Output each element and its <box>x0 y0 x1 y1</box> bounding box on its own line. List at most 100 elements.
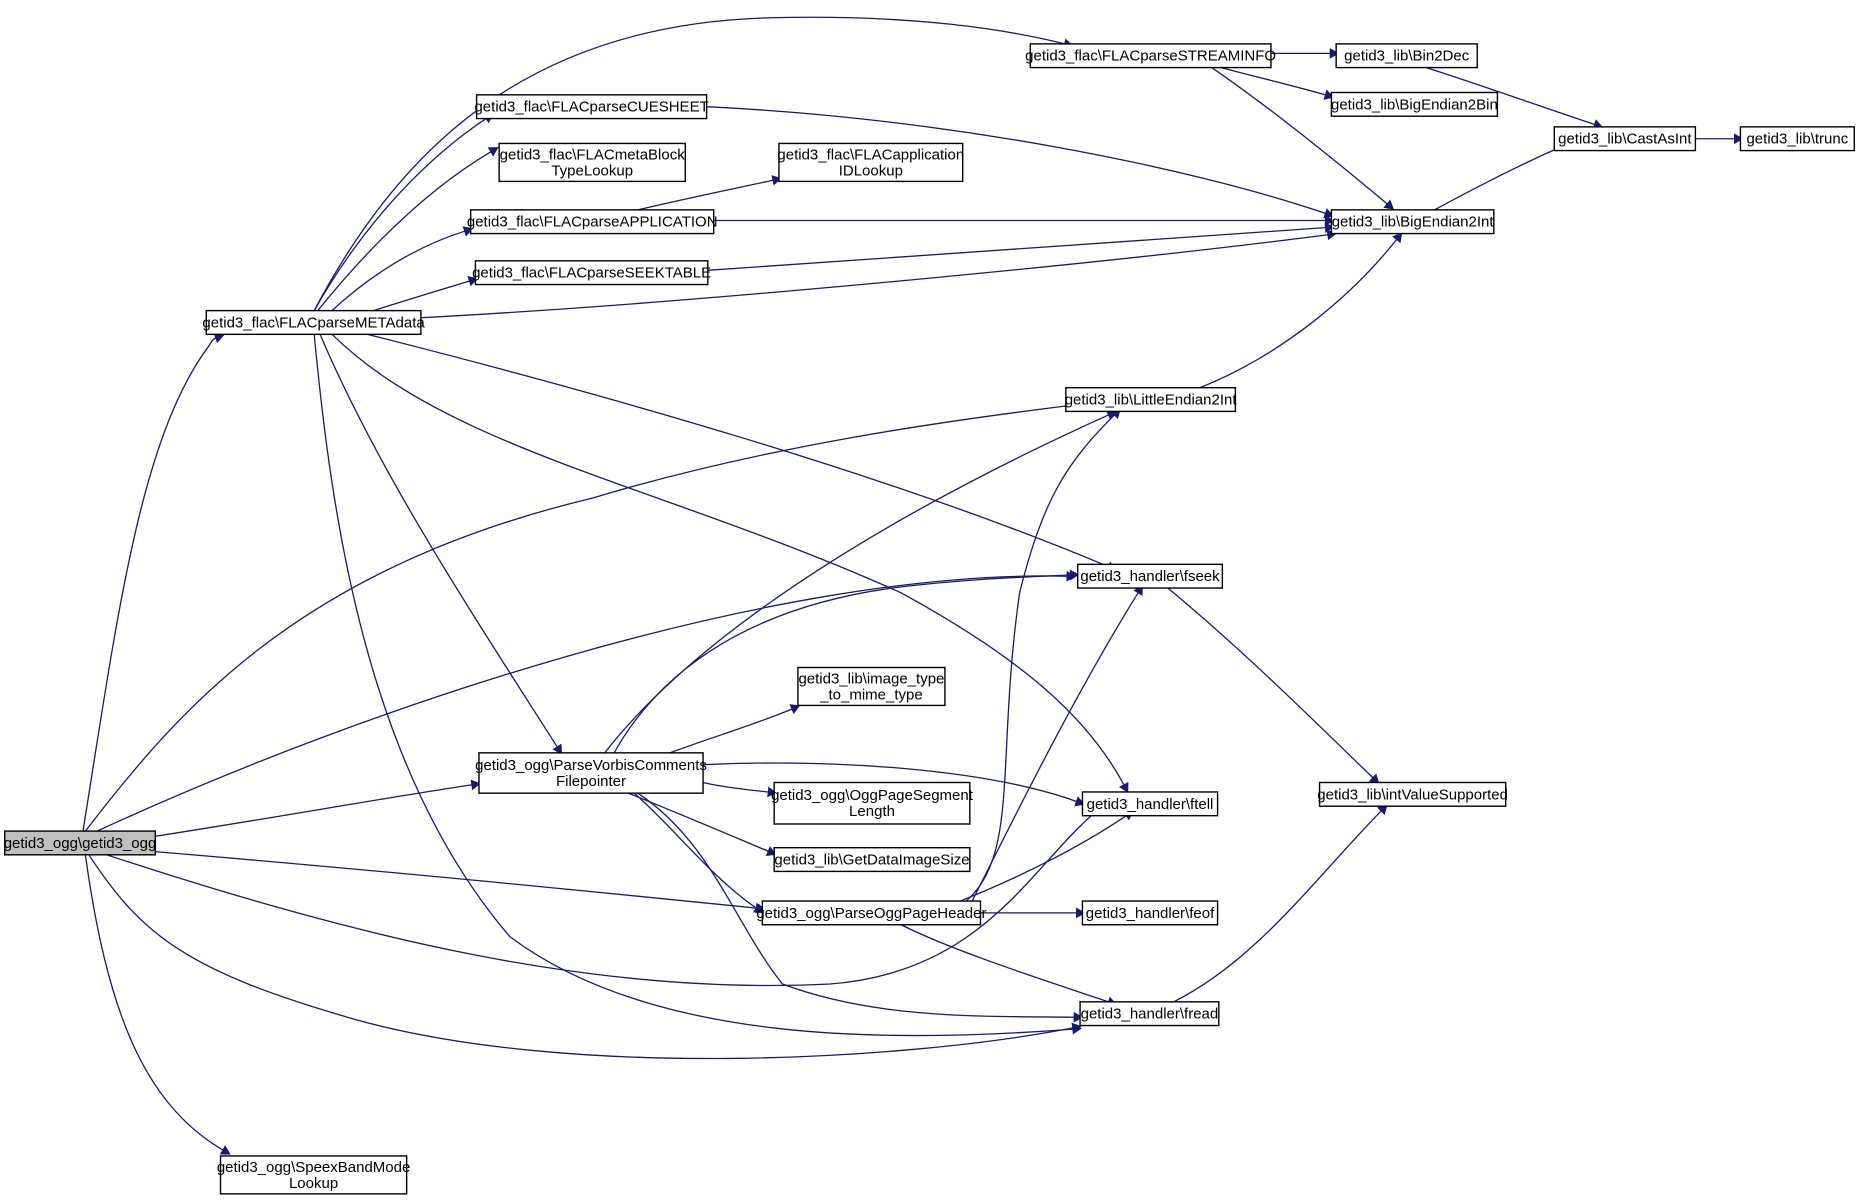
edge-parse_metadata-to-fread <box>313 334 1082 1037</box>
node-vorbis[interactable]: getid3_ogg\ParseVorbisCommentsFilepointe… <box>475 752 707 794</box>
node-fseek[interactable]: getid3_handler\fseek <box>1076 563 1224 589</box>
node-box <box>1065 386 1237 413</box>
edge-parse_metadata-to-ftell <box>331 333 1129 793</box>
node-label: getid3_ogg\ParseOggPageHeader <box>756 905 986 922</box>
arrowhead <box>1324 222 1335 234</box>
node-box <box>773 781 971 825</box>
node-label: getid3_flac\FLACparseSEEKTABLE <box>472 265 711 282</box>
node-label: getid3_lib\BigEndian2Bin <box>1331 96 1498 113</box>
edge-vorbis-to-fseek <box>613 569 1080 754</box>
node-label: getid3_ogg\SpeexBandMode <box>217 1159 411 1176</box>
arrowhead <box>219 1145 231 1155</box>
edge-getid3_ogg-to-ftell <box>106 805 1104 987</box>
edge-parse_metadata-to-metablock <box>317 147 499 312</box>
node-label: getid3_ogg\OggPageSegment <box>771 787 974 804</box>
node-feof[interactable]: getid3_handler\feof <box>1081 900 1219 926</box>
node-label: getid3_flac\FLACapplication <box>777 146 964 163</box>
arrowhead <box>1383 199 1395 210</box>
node-label: getid3_lib\trunc <box>1746 131 1848 148</box>
node-label: getid3_lib\CastAsInt <box>1558 131 1692 148</box>
node-label: getid3_lib\intValueSupported <box>1317 786 1508 803</box>
node-castasint[interactable]: getid3_lib\CastAsInt <box>1553 126 1697 152</box>
node-getid3_ogg[interactable]: getid3_ogg\getid3_ogg <box>4 830 157 856</box>
node-streaminfo[interactable]: getid3_flac\FLACparseSTREAMINFO <box>1025 43 1276 69</box>
node-parse_metadata[interactable]: getid3_flac\FLACparseMETAdata <box>202 309 425 336</box>
edge-parse_metadata-to-fseek <box>367 333 1117 572</box>
edge-getid3_ogg-to-fread <box>88 854 1082 1060</box>
node-label: TypeLookup <box>551 162 633 179</box>
arrowhead <box>1073 1011 1084 1023</box>
arrowhead <box>552 743 563 755</box>
node-box <box>205 309 422 336</box>
node-seektable[interactable]: getid3_flac\FLACparseSEEKTABLE <box>472 260 711 286</box>
node-be2bin[interactable]: getid3_lib\BigEndian2Bin <box>1330 91 1499 117</box>
node-box <box>1553 126 1697 152</box>
edge-streaminfo-to-be2bin <box>1220 66 1335 100</box>
arrowhead <box>1118 781 1129 793</box>
node-box <box>1330 91 1499 117</box>
node-box <box>498 142 686 183</box>
edge-oggheader-to-ftell <box>960 810 1134 902</box>
arrowhead <box>1069 569 1080 581</box>
node-intvalue[interactable]: getid3_lib\intValueSupported <box>1317 781 1508 807</box>
edge-fseek-to-intvalue <box>1167 587 1380 785</box>
node-label: getid3_lib\Bin2Dec <box>1344 48 1470 65</box>
node-getdataimg[interactable]: getid3_lib\GetDataImageSize <box>773 846 971 873</box>
node-label: getid3_flac\FLACparseSTREAMINFO <box>1025 48 1276 65</box>
node-application[interactable]: getid3_flac\FLACparseAPPLICATION <box>467 209 718 235</box>
node-box <box>219 1155 408 1195</box>
node-box <box>4 830 157 856</box>
arrowhead <box>470 779 481 791</box>
edge-cuesheet-to-be2int <box>706 106 1335 219</box>
node-imgtype[interactable]: getid3_lib\image_type_to_mime_type <box>797 666 946 707</box>
edge-oggheader-to-fread <box>900 924 1118 1007</box>
edge-castasint-to-trunc <box>1695 133 1744 145</box>
edge-getid3_ogg-to-parse_metadata <box>82 332 225 832</box>
edge-getid3_ogg-to-speex <box>84 854 231 1155</box>
edge-vorbis-to-oggheader <box>633 792 764 914</box>
node-ftell[interactable]: getid3_handler\ftell <box>1081 791 1219 817</box>
node-fread[interactable]: getid3_handler\fread <box>1079 1001 1220 1027</box>
arrowhead <box>1324 215 1335 226</box>
node-label: getid3_lib\LittleEndian2Int <box>1065 392 1238 409</box>
node-label: getid3_ogg\getid3_ogg <box>4 835 157 852</box>
node-label: getid3_handler\fseek <box>1080 568 1220 585</box>
node-le2int[interactable]: getid3_lib\LittleEndian2Int <box>1065 386 1238 413</box>
node-oggheader[interactable]: getid3_ogg\ParseOggPageHeader <box>756 900 986 926</box>
edge-seektable-to-be2int <box>707 222 1335 271</box>
node-box <box>1318 781 1507 807</box>
nodes-layer: getid3_ogg\getid3_ogg getid3_flac\FLACpar… <box>4 43 1855 1195</box>
node-box <box>478 752 704 794</box>
arrowhead <box>1329 47 1340 59</box>
node-label: getid3_flac\FLACparseMETAdata <box>202 314 425 331</box>
arrowhead <box>789 704 801 715</box>
edge-oggheader-to-feof <box>980 907 1086 919</box>
edge-vorbis-to-imgtype <box>669 704 801 754</box>
edges-layer <box>82 16 1744 1155</box>
edge-streaminfo-to-bin2dec <box>1270 47 1340 59</box>
node-box <box>1081 900 1219 926</box>
arrowhead <box>767 786 778 798</box>
node-be2int[interactable]: getid3_lib\BigEndian2Int <box>1330 209 1495 235</box>
node-box <box>1076 563 1224 589</box>
node-box <box>773 846 971 873</box>
node-trunc[interactable]: getid3_lib\trunc <box>1739 126 1855 152</box>
edge-oggheader-to-fseek <box>971 585 1143 902</box>
node-cuesheet[interactable]: getid3_flac\FLACparseCUESHEET <box>474 94 709 120</box>
arrowhead <box>1076 907 1086 919</box>
node-box <box>475 94 708 120</box>
node-bin2dec[interactable]: getid3_lib\Bin2Dec <box>1335 43 1478 69</box>
node-box <box>1029 43 1272 69</box>
arrowhead <box>752 903 764 914</box>
node-label: getid3_flac\FLACmetaBlock <box>500 146 686 163</box>
node-box <box>474 260 709 286</box>
node-label: _to_mime_type <box>819 686 923 703</box>
node-label: getid3_lib\BigEndian2Int <box>1332 214 1495 231</box>
edge-getid3_ogg-to-vorbis <box>150 779 481 838</box>
edge-parse_metadata-to-cuesheet <box>313 113 494 311</box>
